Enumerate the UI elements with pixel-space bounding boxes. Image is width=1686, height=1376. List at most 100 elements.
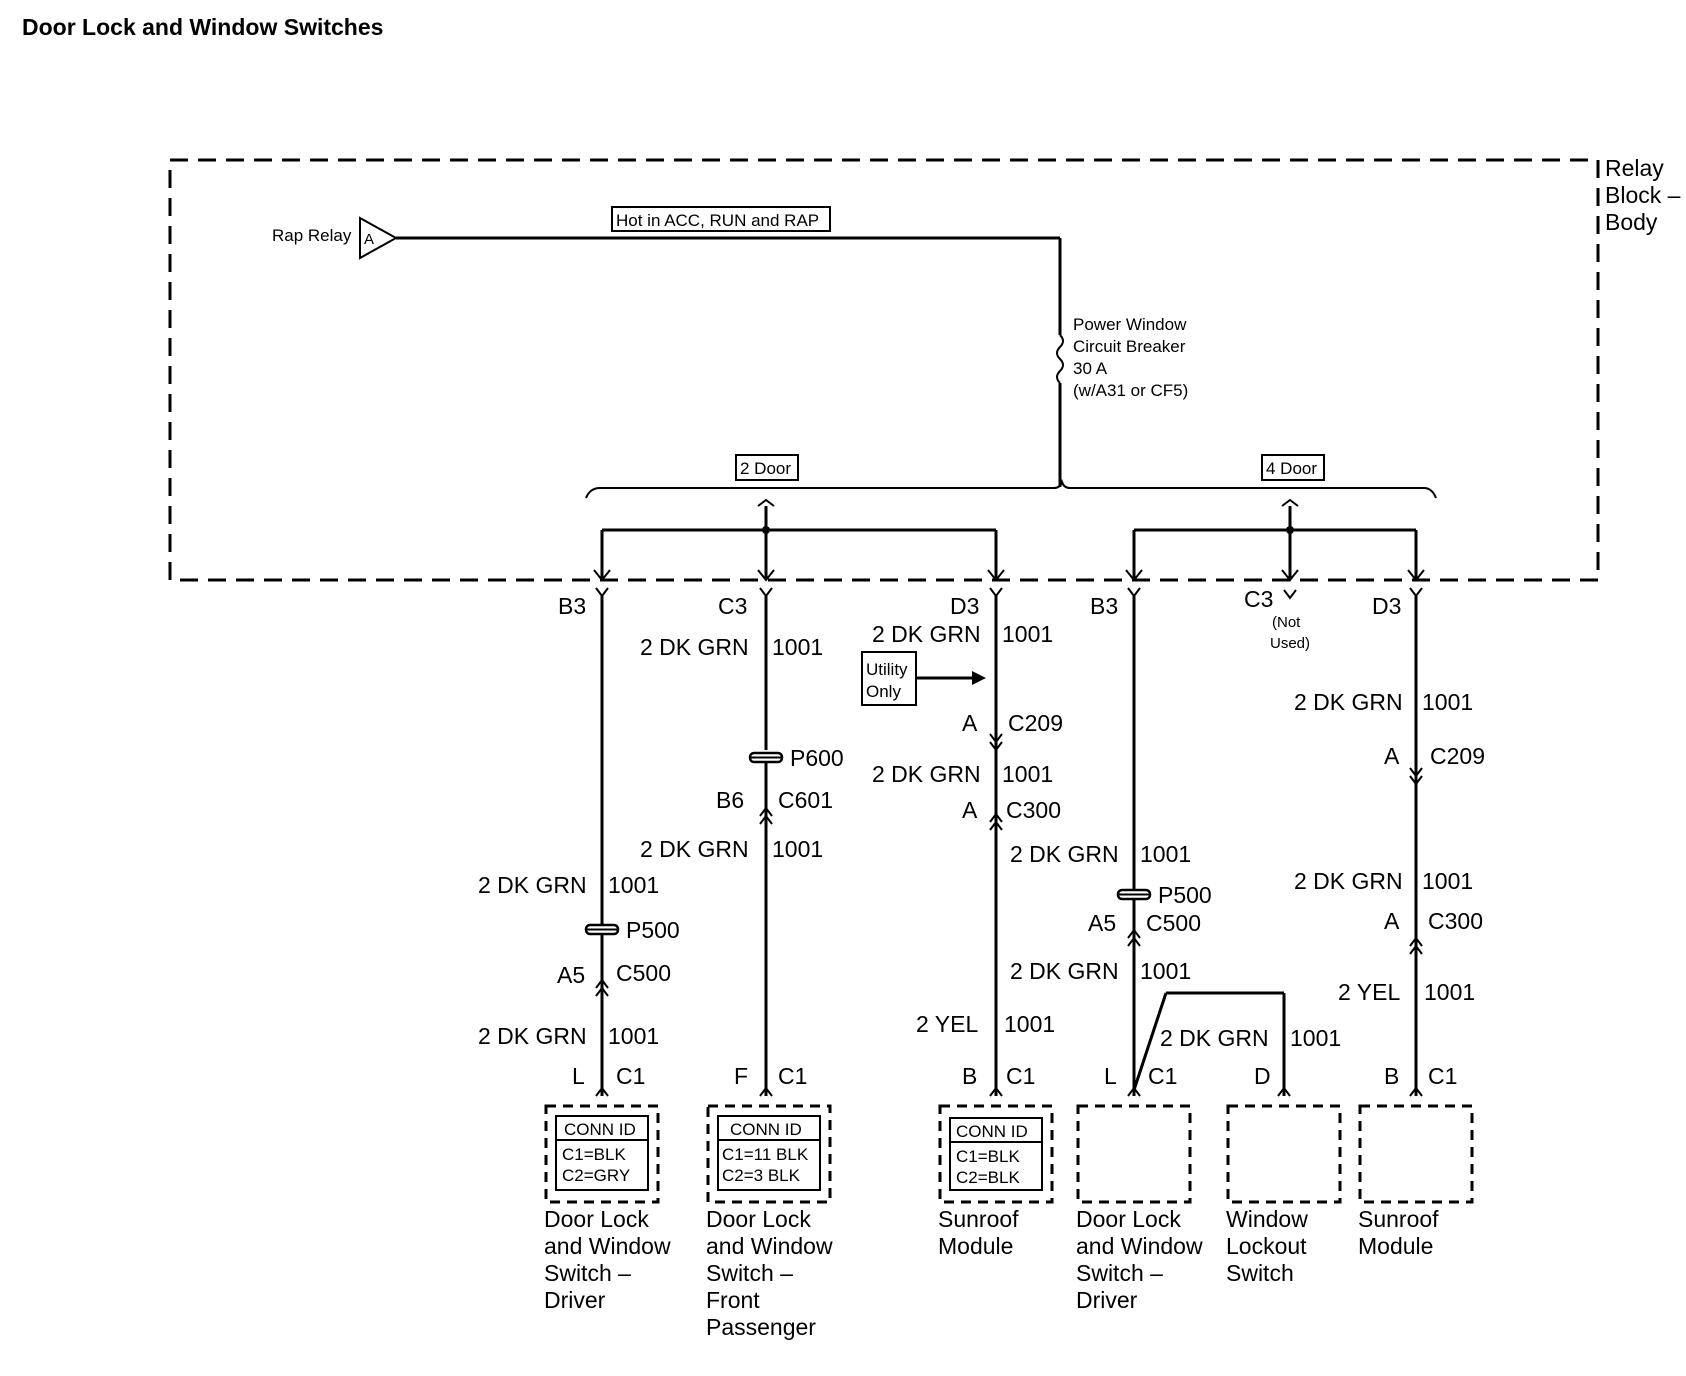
label-p600: P600 [790,745,844,771]
comp-passenger-line1: Door Lock [706,1206,811,1232]
label-d-col5: D [1254,1063,1271,1089]
wire-col2-b-color: 2 DK GRN [640,836,749,862]
label-c209-col3: C209 [1008,710,1063,736]
wire-col5-circuit: 1001 [1290,1025,1341,1051]
utility-label-1: Utility [866,660,908,679]
relay-block-boundary [168,158,1600,582]
connector-c300-col3-icon [989,812,1003,831]
pin-d3-right: D3 [1372,593,1401,619]
pin-b3-right: B3 [1090,593,1118,619]
rap-relay-arrow-icon [359,216,399,260]
wire-col3-c-circuit: 1001 [1004,1011,1055,1037]
label-c601: C601 [778,787,833,813]
label-a5-col1: A5 [557,962,585,988]
arrow-d3-left-icon [987,569,1005,582]
comp-driver-2door-line1: Door Lock [544,1206,649,1232]
pin-b3-left-icon [595,587,609,598]
connector-c601-icon [759,806,773,825]
connector-c500-col4-icon [1127,928,1141,947]
label-a-c209-col6: A [1384,743,1400,769]
label-c1-col2: C1 [778,1063,807,1089]
comp-driver-4door-line2: and Window [1076,1233,1203,1259]
label-c1-col1: C1 [616,1063,645,1089]
comp-driver-2door-line3: Switch – [544,1260,631,1286]
wire-col3-a-circuit: 1001 [1002,621,1053,647]
label-c1-col6: C1 [1428,1063,1457,1089]
label-l-col4: L [1104,1063,1117,1089]
breaker-label-1: Power Window [1073,315,1187,334]
label-p500-col4: P500 [1158,882,1212,908]
label-c1-col3: C1 [1006,1063,1035,1089]
label-a-c300-col3: A [962,797,978,823]
pin-c3-left: C3 [718,593,747,619]
comp-driver-4door-line4: Driver [1076,1287,1138,1313]
label-c500-col4: C500 [1146,910,1201,936]
pin-b3-left: B3 [558,593,586,619]
label-p500-col1: P500 [626,917,680,943]
wire-col3-b-color: 2 DK GRN [872,761,981,787]
comp-lockout-line3: Switch [1226,1260,1294,1286]
comp-driver-2door-line4: Driver [544,1287,606,1313]
wire-col3-b-circuit: 1001 [1002,761,1053,787]
pin-b-col6-icon [1409,1086,1423,1097]
wire-col4-b-circuit: 1001 [1140,958,1191,984]
wire-col3-c-color: 2 YEL [916,1011,978,1037]
comp-passenger-line2: and Window [706,1233,833,1259]
option-2door: 2 Door [740,459,791,478]
label-f-col2: F [734,1063,748,1089]
conn-id-sunroof-2door [949,1117,1043,1191]
option-brace [585,478,1437,499]
rap-relay-terminal: A [364,231,374,248]
wire-col4-b-color: 2 DK GRN [1010,958,1119,984]
pin-b3-right-icon [1127,587,1141,598]
comp-driver-4door-line3: Switch – [1076,1260,1163,1286]
utility-arrow-icon [972,671,986,685]
label-a-c300-col6: A [1384,908,1400,934]
label-c1-col4: C1 [1148,1063,1177,1089]
wire-col6-c-circuit: 1001 [1424,979,1475,1005]
wire-col6-a-color: 2 DK GRN [1294,689,1403,715]
comp-passenger-line5: Passenger [706,1314,816,1340]
arrow-b3-right-icon [1125,569,1143,582]
label-b-col6: B [1384,1063,1399,1089]
conn-id-passenger [717,1115,821,1191]
wire-col4-a-circuit: 1001 [1140,841,1191,867]
pin-b-col3-icon [989,1086,1003,1097]
conn-id-driver-2door [555,1115,649,1191]
hot-label-box [611,206,831,232]
breaker-label-4: (w/A31 or CF5) [1073,381,1188,400]
wire-col1-b-circuit: 1001 [608,1023,659,1049]
pin-l-col4-icon [1127,1086,1141,1097]
comp-sunroof-2door-line1: Sunroof [938,1206,1019,1232]
wire-col1-b-color: 2 DK GRN [478,1023,587,1049]
not-used-2: Used) [1270,635,1310,652]
label-c300-col3: C300 [1006,797,1061,823]
connector-c209-col3-icon [989,733,1003,752]
hot-label: Hot in ACC, RUN and RAP [616,211,819,230]
pin-l-col1-icon [595,1086,609,1097]
pin-d3-left: D3 [950,593,979,619]
conn-id-header-col2: CONN ID [730,1120,802,1139]
wire-col3-a-color: 2 DK GRN [872,621,981,647]
wire-col6-c-color: 2 YEL [1338,979,1400,1005]
utility-label-2: Only [866,682,901,701]
bus-4door-tap-icon [1281,498,1299,507]
wire-branch-diagonal [1132,992,1168,1091]
label-l-col1: L [572,1063,585,1089]
pin-c3-right-icon [1283,589,1297,600]
pin-d3-left-icon [989,587,1003,598]
wire-col6-a-circuit: 1001 [1422,689,1473,715]
conn-id-col1-c1: C1=BLK [562,1145,626,1164]
wire-col6-b-color: 2 DK GRN [1294,868,1403,894]
option-4door: 4 Door [1266,459,1317,478]
rap-relay-label: Rap Relay [272,226,352,245]
arrow-c3-left-icon [757,569,775,582]
wire-col5-color: 2 DK GRN [1160,1025,1269,1051]
bus-2door-tap-icon [757,498,775,507]
wire-col1-a-circuit: 1001 [608,872,659,898]
label-a-c209-col3: A [962,710,978,736]
arrow-c3-right-icon [1281,569,1299,582]
pin-d-col5-icon [1277,1086,1291,1097]
wire-col6-b-circuit: 1001 [1422,868,1473,894]
